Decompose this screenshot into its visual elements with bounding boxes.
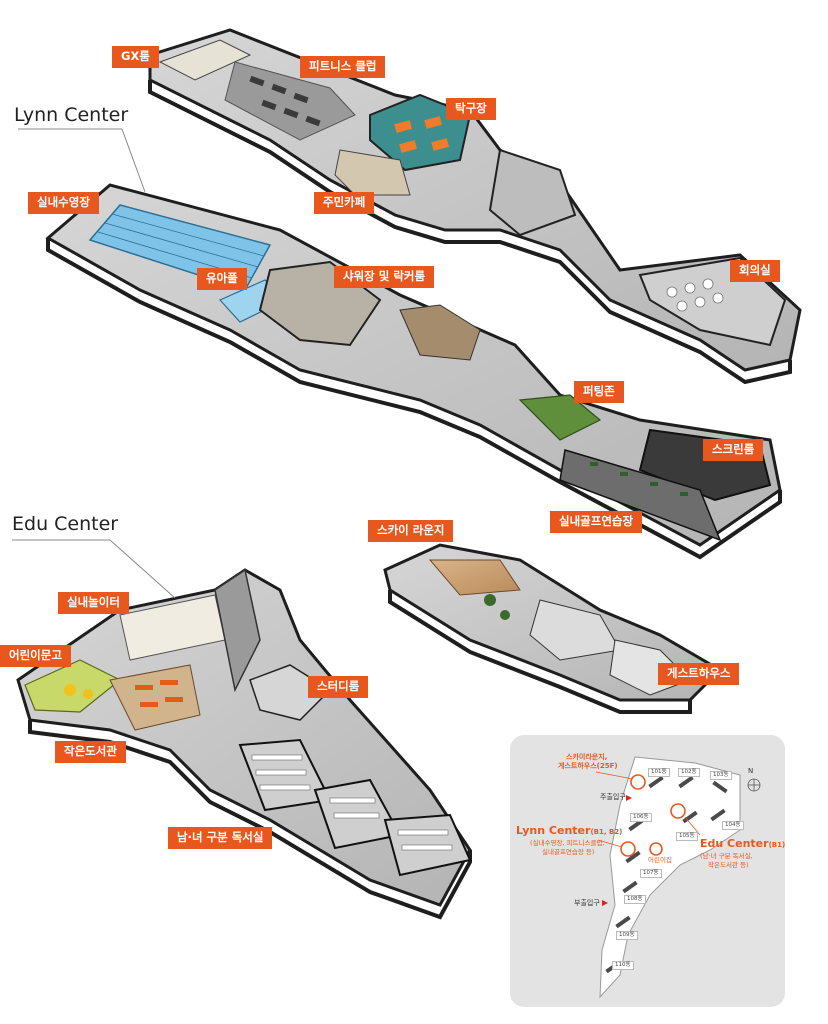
label-sky-lounge: 스카이 라운지 [368, 520, 454, 542]
compass-icon [747, 778, 761, 792]
map-daycare: 어린이집 [648, 856, 672, 864]
map-sub-entrance: 부출입구 [574, 899, 600, 907]
map-building-101: 101동 [648, 768, 670, 778]
lynn-lower-level [45, 183, 782, 560]
label-guest-house: 게스트하우스 [658, 663, 740, 685]
map-building-105: 105동 [676, 832, 698, 842]
label-kids-pool: 유아풀 [197, 268, 247, 290]
site-map-panel: 스카이라운지, 게스트하우스(25F) 주출입구 부출입구 N Lynn Cen… [510, 735, 785, 1007]
label-meeting-room: 회의실 [730, 260, 780, 282]
label-small-library: 작은도서관 [55, 741, 126, 763]
edu-center-title: Edu Center [12, 513, 119, 535]
edu-leader-diagonal [109, 539, 176, 599]
map-lynn-desc1: (실내수영장, 피트니스클럽, [530, 839, 605, 847]
label-putting-zone: 퍼팅존 [574, 381, 624, 403]
map-building-104: 104동 [722, 821, 744, 831]
label-resident-cafe: 주민카페 [314, 192, 375, 214]
label-fitness-club: 피트니스 클럽 [300, 56, 386, 78]
map-edu-desc2: 작은도서관 등) [708, 861, 749, 869]
map-main-entrance: 주출입구 [600, 793, 626, 801]
label-study-room: 스터디룸 [308, 676, 369, 698]
map-building-102: 102동 [678, 768, 700, 778]
map-sky-lounge-label: 스카이라운지, [566, 753, 608, 761]
map-north-label: N [748, 767, 754, 775]
map-edu-desc1: (남·녀 구분 독서실, [700, 852, 753, 860]
map-lynn-title: Lynn Center(B1, B2) [516, 824, 623, 837]
label-kids-library: 어린이문고 [0, 645, 71, 667]
lynn-center-title: Lynn Center [14, 104, 129, 126]
label-indoor-playground: 실내놀이터 [58, 592, 129, 614]
map-edu-title: Edu Center(B1) [700, 837, 785, 850]
map-building-103: 103동 [710, 771, 732, 781]
lynn-upper-level [148, 28, 802, 385]
map-building-109: 109동 [616, 931, 638, 941]
label-table-tennis: 탁구장 [446, 98, 496, 120]
map-sky-lounge-label2: 게스트하우스(25F) [558, 762, 618, 770]
label-golf-range: 실내골프연습장 [550, 511, 643, 533]
edu-center-level [16, 568, 472, 920]
map-building-106: 106동 [630, 813, 652, 823]
map-building-110: 110동 [612, 961, 634, 971]
label-indoor-pool: 실내수영장 [28, 192, 99, 214]
label-gx-room: GX룸 [112, 46, 159, 68]
map-building-107: 107동 [640, 869, 662, 879]
lynn-leader-diagonal [121, 128, 146, 193]
label-screen-room: 스크린룸 [703, 439, 764, 461]
map-building-108: 108동 [624, 895, 646, 905]
label-shower-locker: 샤워장 및 락커룸 [334, 266, 435, 288]
sky-lounge-level [383, 543, 723, 714]
map-lynn-desc2: 실내골프연습장 등) [542, 848, 595, 856]
label-reading-room: 남·녀 구분 독서실 [168, 827, 273, 849]
